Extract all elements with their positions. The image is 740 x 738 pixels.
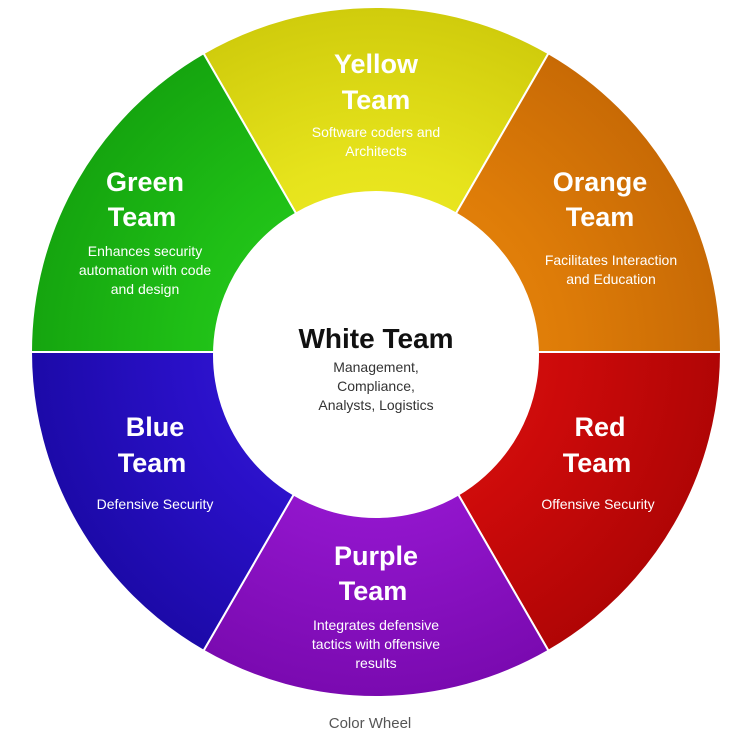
white-team-desc-line2: Compliance, — [337, 378, 415, 394]
yellow-team-title-line2: Team — [342, 85, 411, 115]
red-team-title-line2: Team — [563, 448, 632, 478]
purple-team-desc-line2: tactics with offensive — [312, 636, 440, 652]
purple-team-title-line2: Team — [339, 576, 408, 606]
green-team-desc-line2: automation with code — [79, 262, 212, 278]
orange-team-title-line1: Orange — [553, 167, 648, 197]
white-team-desc-line1: Management, — [333, 359, 419, 375]
yellow-team-title-line1: Yellow — [334, 49, 419, 79]
orange-team-desc-line2: and Education — [566, 271, 656, 287]
green-team-title-line2: Team — [108, 202, 177, 232]
red-team-title-line1: Red — [574, 412, 625, 442]
color-wheel-diagram: Yellow Team Software coders and Architec… — [29, 6, 723, 698]
purple-team-desc-line1: Integrates defensive — [313, 617, 439, 633]
yellow-team-desc-line2: Architects — [345, 143, 406, 159]
purple-team-title-line1: Purple — [334, 541, 418, 571]
diagram-caption: Color Wheel — [328, 715, 412, 732]
white-team-desc-line3: Analysts, Logistics — [318, 397, 433, 413]
blue-team-title-line2: Team — [118, 448, 187, 478]
green-team-desc-line3: and design — [111, 281, 180, 297]
yellow-team-desc-line1: Software coders and — [312, 124, 440, 140]
purple-team-desc-line3: results — [355, 655, 396, 671]
white-team-title: White Team — [298, 323, 453, 354]
orange-team-desc-line1: Facilitates Interaction — [545, 252, 677, 268]
green-team-desc-line1: Enhances security — [88, 243, 202, 259]
center-white-team-circle — [213, 192, 539, 518]
green-team-title-line1: Green — [106, 167, 184, 197]
orange-team-title-line2: Team — [566, 202, 635, 232]
blue-team-title-line1: Blue — [126, 412, 185, 442]
red-team-desc-line1: Offensive Security — [541, 496, 654, 512]
blue-team-desc-line1: Defensive Security — [97, 496, 214, 512]
